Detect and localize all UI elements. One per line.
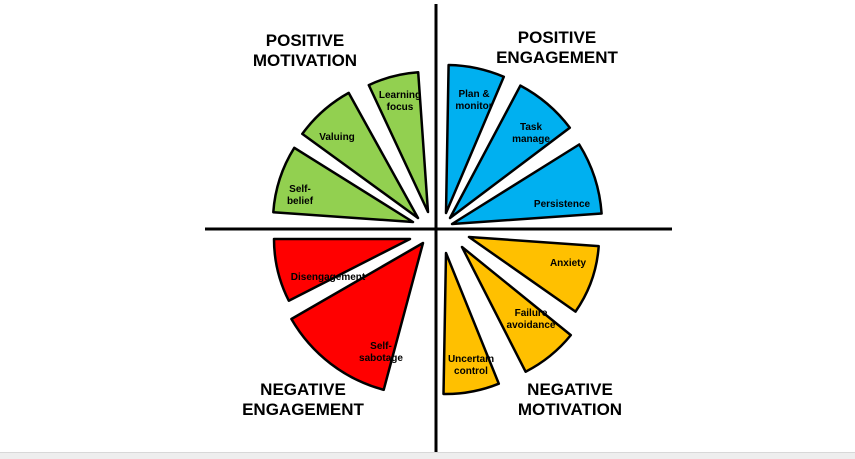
segment-self-sabotage — [290, 241, 425, 392]
segment-label-line: manage — [512, 134, 550, 145]
negative-engagement-title-line1: NEGATIVE — [260, 380, 346, 399]
segment-valuing — [301, 91, 420, 220]
segment-label-line: Anxiety — [550, 258, 587, 269]
segment-label-line: monitor — [455, 101, 492, 112]
positive-motivation-title-line2: MOTIVATION — [252, 51, 358, 70]
negative-motivation-title-line1: NEGATIVE — [527, 380, 613, 399]
segment-persistence — [450, 143, 603, 226]
segment-label-line: Self- — [370, 341, 392, 352]
negative-engagement-title-line2: ENGAGEMENT — [242, 400, 364, 419]
segment-label-disengagement: Disengagement — [291, 272, 366, 283]
positive-motivation-title-line1: POSITIVE — [265, 31, 345, 50]
segment-label-line: Learning — [379, 90, 421, 101]
segment-label-self-sabotage: Self-sabotage — [359, 341, 403, 364]
positive-engagement-title: POSITIVE ENGAGEMENT — [482, 28, 632, 68]
positive-engagement-title-line1: POSITIVE — [517, 28, 597, 47]
negative-engagement-title: NEGATIVE ENGAGEMENT — [228, 380, 378, 420]
segment-label-line: belief — [287, 196, 314, 207]
segment-label-anxiety: Anxiety — [550, 258, 587, 269]
positive-engagement-title-line2: ENGAGEMENT — [496, 48, 618, 67]
bottom-rule — [0, 452, 855, 459]
segment-disengagement — [272, 237, 412, 302]
segment-label-line: Plan & — [458, 89, 489, 100]
segment-learning-focus — [367, 71, 430, 214]
segment-label-line: Persistence — [534, 199, 591, 210]
segment-failure-avoidance — [460, 245, 573, 373]
segment-label-line: Uncertain — [448, 354, 494, 365]
negative-motivation-title: NEGATIVE MOTIVATION — [505, 380, 635, 420]
segment-self-belief — [272, 146, 415, 224]
positive-motivation-title: POSITIVE MOTIVATION — [245, 31, 365, 71]
segment-uncertain-control — [442, 251, 501, 396]
segment-label-line: Task — [520, 122, 542, 133]
segment-label-line: focus — [387, 102, 414, 113]
segment-task-manage — [448, 84, 572, 220]
segment-label-self-belief: Self-belief — [287, 184, 314, 207]
segment-plan-monitor — [444, 63, 506, 215]
segment-label-line: control — [454, 366, 488, 377]
segment-label-line: avoidance — [507, 320, 556, 331]
segment-label-line: Self- — [289, 184, 311, 195]
segment-label-line: sabotage — [359, 353, 403, 364]
segment-label-persistence: Persistence — [534, 199, 591, 210]
segment-anxiety — [467, 235, 600, 313]
segment-label-line: Valuing — [319, 132, 355, 143]
axes-layer — [205, 4, 672, 452]
segment-label-valuing: Valuing — [319, 132, 355, 143]
segment-label-plan-monitor: Plan &monitor — [455, 89, 492, 112]
segment-label-line: Disengagement — [291, 272, 366, 283]
segment-label-line: Failure — [515, 308, 548, 319]
negative-motivation-title-line2: MOTIVATION — [517, 400, 623, 419]
